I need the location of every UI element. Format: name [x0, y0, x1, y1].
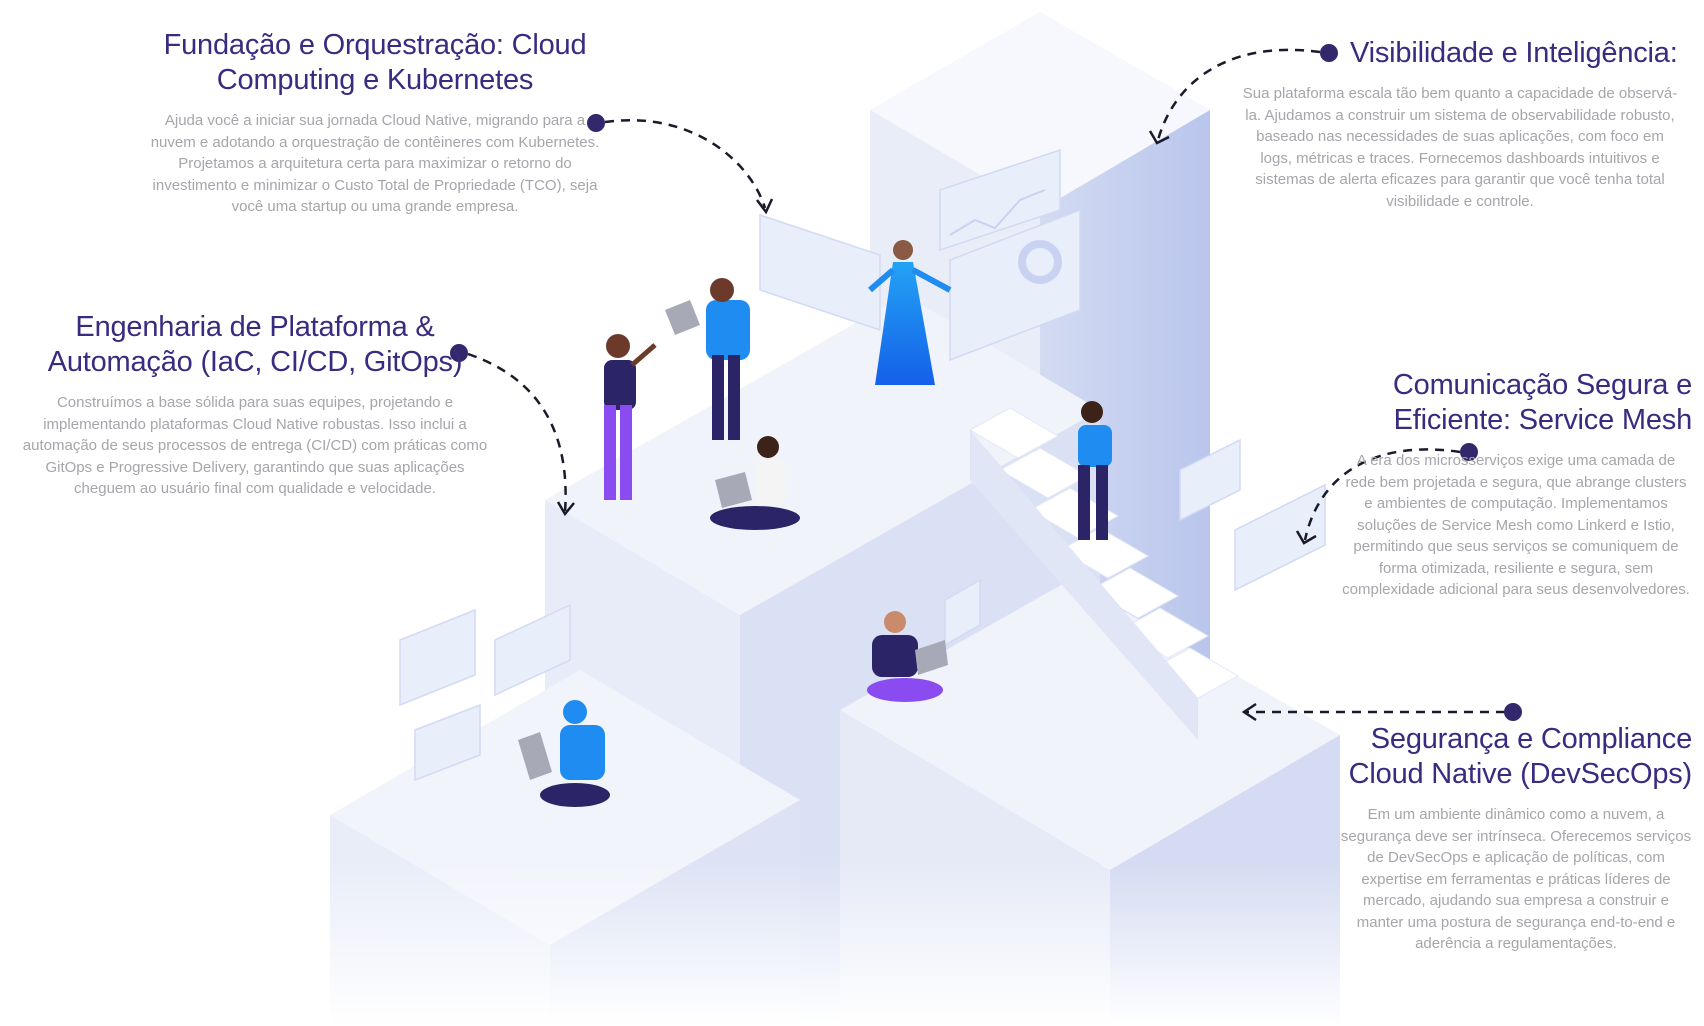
connector-engenharia: [467, 352, 567, 513]
feature-title: Visibilidade e Inteligência:: [1350, 37, 1678, 69]
connector-comunicacao: [1303, 448, 1461, 541]
arrowheads: [556, 130, 1317, 722]
feature-title: Fundação e Orquestração: Cloud Computing…: [163, 29, 587, 96]
feature-description: Sua plataforma escala tão bem quanto a c…: [1242, 85, 1678, 210]
feature-title: Engenharia de Plataforma & Automação (Ia…: [47, 311, 463, 378]
person-seated-laptop: [710, 436, 800, 530]
arrowhead-fundacao: [756, 198, 774, 215]
connectors: [467, 48, 1505, 714]
feature-description: A era dos microsserviços exige uma camad…: [1342, 452, 1690, 598]
person-sitting-left: [518, 700, 610, 807]
feature-comunicacao: Comunicação Segura e Eficiente: Service …: [1340, 368, 1692, 601]
dots: [450, 44, 1522, 721]
people: [518, 240, 1112, 807]
dot-engenharia: [450, 344, 468, 362]
feature-description: Construímos a base sólida para suas equi…: [22, 394, 488, 497]
feature-title: Segurança e Compliance Cloud Native (Dev…: [1348, 723, 1693, 790]
person-sitting-right: [867, 611, 948, 702]
person-stairs: [1078, 401, 1112, 540]
feature-engenharia: Engenharia de Plataforma & Automação (Ia…: [20, 310, 490, 500]
arrowhead-engenharia: [556, 501, 575, 517]
staircase: [968, 407, 1240, 699]
feature-fundacao: Fundação e Orquestração: Cloud Computing…: [150, 28, 600, 218]
feature-description: Ajuda você a iniciar sua jornada Cloud N…: [150, 112, 600, 215]
feature-seguranca: Segurança e Compliance Cloud Native (Dev…: [1340, 722, 1692, 955]
person-pointing: [604, 334, 657, 500]
dot-visibilidade: [1320, 44, 1338, 62]
dot-seguranca: [1504, 703, 1522, 721]
feature-description: Em um ambiente dinâmico como a nuvem, a …: [1340, 806, 1692, 952]
feature-title: Comunicação Segura e Eficiente: Service …: [1392, 369, 1692, 436]
feature-visibilidade: Visibilidade e Inteligência: Sua platafo…: [1240, 36, 1680, 212]
connector-visibilidade: [1156, 48, 1321, 141]
person-laptop-standing: [665, 278, 750, 440]
arrowhead-visibilidade: [1148, 130, 1170, 145]
arrowhead-comunicacao: [1295, 530, 1317, 545]
dot-comunicacao: [1460, 443, 1478, 461]
arrowhead-seguranca: [1241, 702, 1257, 722]
connector-fundacao: [604, 119, 767, 209]
person-presenting: [868, 240, 952, 385]
dot-fundacao: [587, 114, 605, 132]
